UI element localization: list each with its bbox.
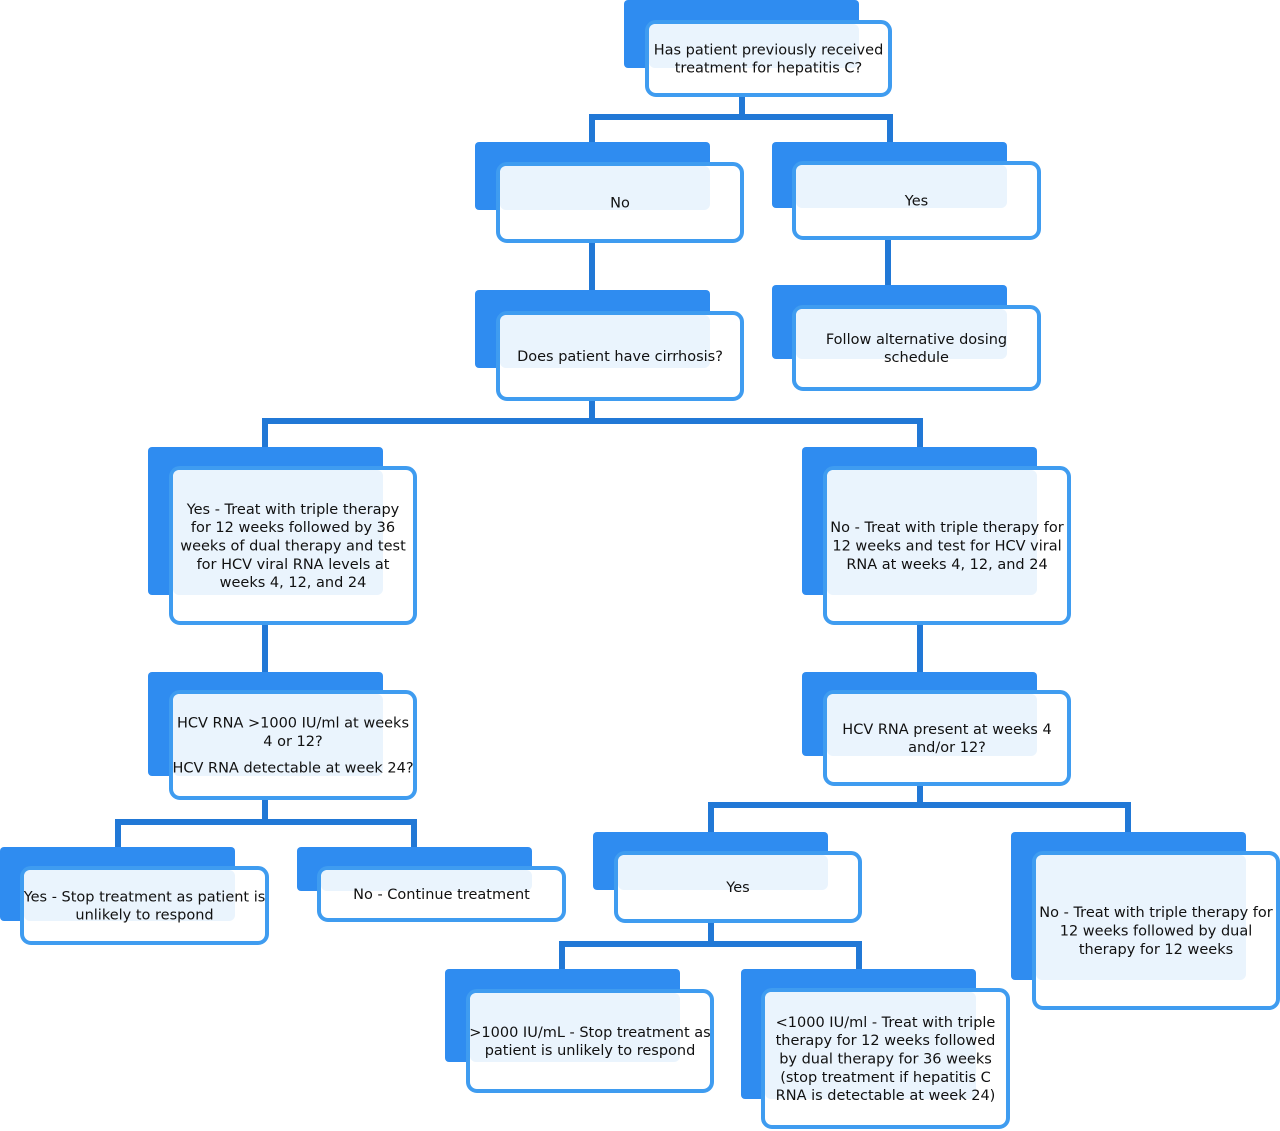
node-text-line: RNA at weeks 4, 12, and 24 bbox=[846, 557, 1047, 573]
node-text-line: HCV RNA present at weeks 4 bbox=[842, 722, 1051, 738]
node-highlight bbox=[500, 315, 710, 368]
flow-node-answer-yes-rna-present: Yes bbox=[593, 832, 862, 923]
node-text-line: No - Treat with triple therapy for bbox=[830, 520, 1063, 536]
node-text-line: for HCV viral RNA levels at bbox=[197, 557, 390, 573]
node-text-line: Yes bbox=[725, 880, 749, 896]
node-text-line: (stop treatment if hepatitis C bbox=[780, 1070, 991, 1086]
flow-node-q-hcv-rna-threshold: HCV RNA >1000 IU/ml at weeks 4 or 12? HCV … bbox=[148, 672, 417, 800]
node-text-line: for 12 weeks followed by 36 bbox=[191, 520, 395, 536]
connector-line bbox=[262, 399, 595, 447]
flow-node-alternative-dosing: Follow alternative dosing schedule bbox=[772, 285, 1041, 391]
connector-lines bbox=[115, 95, 1131, 969]
connector-line bbox=[589, 95, 745, 142]
node-highlight bbox=[24, 870, 235, 921]
node-highlight bbox=[796, 309, 1007, 359]
node-text-line: therapy for 12 weeks bbox=[1079, 942, 1233, 958]
node-text-line: by dual therapy for 36 weeks bbox=[779, 1052, 992, 1068]
connector-line bbox=[711, 941, 862, 969]
flow-node-cirrhosis-no-treatment: No - Treat with triple therapy for 12 wee… bbox=[802, 447, 1071, 625]
node-text-line: Yes - Treat with triple therapy bbox=[186, 502, 400, 518]
connector-line bbox=[115, 798, 268, 847]
flow-node-answer-no-previous: No bbox=[475, 142, 744, 243]
node-text-line: >1000 IU/mL - Stop treatment as bbox=[469, 1025, 710, 1041]
node-text-line: 12 weeks followed by dual bbox=[1060, 924, 1253, 940]
flow-node-under-1000-treat: <1000 IU/ml - Treat with triple therapy f… bbox=[741, 969, 1010, 1129]
node-highlight bbox=[827, 694, 1037, 756]
flow-node-q-cirrhosis: Does patient have cirrhosis? bbox=[475, 290, 744, 401]
node-text-line: Has patient previously received bbox=[654, 42, 884, 58]
flow-node-q-hcv-rna-present: HCV RNA present at weeks 4 and/or 12? bbox=[802, 672, 1071, 786]
node-text-line: weeks 4, 12, and 24 bbox=[220, 575, 367, 591]
node-text-line: weeks of dual therapy and test bbox=[180, 539, 406, 555]
node-highlight bbox=[173, 694, 383, 776]
connector-line bbox=[742, 114, 893, 142]
node-highlight bbox=[470, 993, 680, 1062]
flow-node-answer-yes-previous: Yes bbox=[772, 142, 1041, 240]
node-text-line: unlikely to respond bbox=[75, 908, 213, 924]
node-highlight bbox=[827, 470, 1037, 595]
flow-node-over-1000-stop: >1000 IU/mL - Stop treatment as patient i… bbox=[445, 969, 714, 1093]
node-highlight bbox=[173, 470, 383, 595]
connector-line bbox=[592, 418, 923, 447]
node-text-line: treatment for hepatitis C? bbox=[675, 61, 863, 77]
node-text-line: 4 or 12? bbox=[263, 734, 322, 750]
node-text-line: HCV RNA >1000 IU/ml at weeks bbox=[177, 716, 409, 732]
connector-line bbox=[708, 784, 923, 832]
connector-line bbox=[265, 819, 417, 847]
node-text-line: No - Continue treatment bbox=[353, 887, 530, 903]
flow-node-no-rna-dual-12: No - Treat with triple therapy for 12 wee… bbox=[1011, 832, 1280, 1010]
node-text-line: 12 weeks and test for HCV viral bbox=[832, 539, 1061, 555]
node-text-line: Yes bbox=[904, 194, 928, 210]
node-highlight bbox=[765, 992, 976, 1099]
node-text-line: and/or 12? bbox=[908, 740, 986, 756]
node-text-line: <1000 IU/ml - Treat with triple bbox=[776, 1015, 996, 1031]
node-text-line: Follow alternative dosing bbox=[826, 332, 1007, 348]
node-highlight bbox=[321, 870, 532, 891]
flow-node-q-previous-treatment: Has patient previously received treatment… bbox=[624, 0, 892, 97]
node-text-line: schedule bbox=[884, 350, 949, 366]
flow-node-continue-treatment: No - Continue treatment bbox=[297, 847, 566, 922]
node-highlight bbox=[618, 855, 828, 890]
flow-node-stop-unlikely-respond: Yes - Stop treatment as patient is unlike… bbox=[0, 847, 269, 945]
flow-node-cirrhosis-yes-treatment: Yes - Treat with triple therapy for 12 we… bbox=[148, 447, 417, 625]
node-text-line: HCV RNA detectable at week 24? bbox=[172, 760, 413, 776]
node-highlight bbox=[796, 165, 1007, 208]
node-text-line: No - Treat with triple therapy for bbox=[1039, 905, 1272, 921]
node-text-line: No bbox=[610, 196, 630, 212]
node-highlight bbox=[1036, 855, 1246, 980]
node-text-line: Yes - Stop treatment as patient is bbox=[23, 889, 266, 905]
node-text-line: patient is unlikely to respond bbox=[485, 1043, 696, 1059]
node-highlight bbox=[500, 166, 710, 210]
node-text-line: therapy for 12 weeks followed bbox=[776, 1033, 996, 1049]
connector-line bbox=[920, 802, 1131, 832]
connector-line bbox=[559, 921, 714, 969]
node-highlight bbox=[649, 24, 859, 68]
node-text-line: RNA is detectable at week 24) bbox=[776, 1088, 996, 1104]
node-text-line: Does patient have cirrhosis? bbox=[517, 349, 723, 365]
